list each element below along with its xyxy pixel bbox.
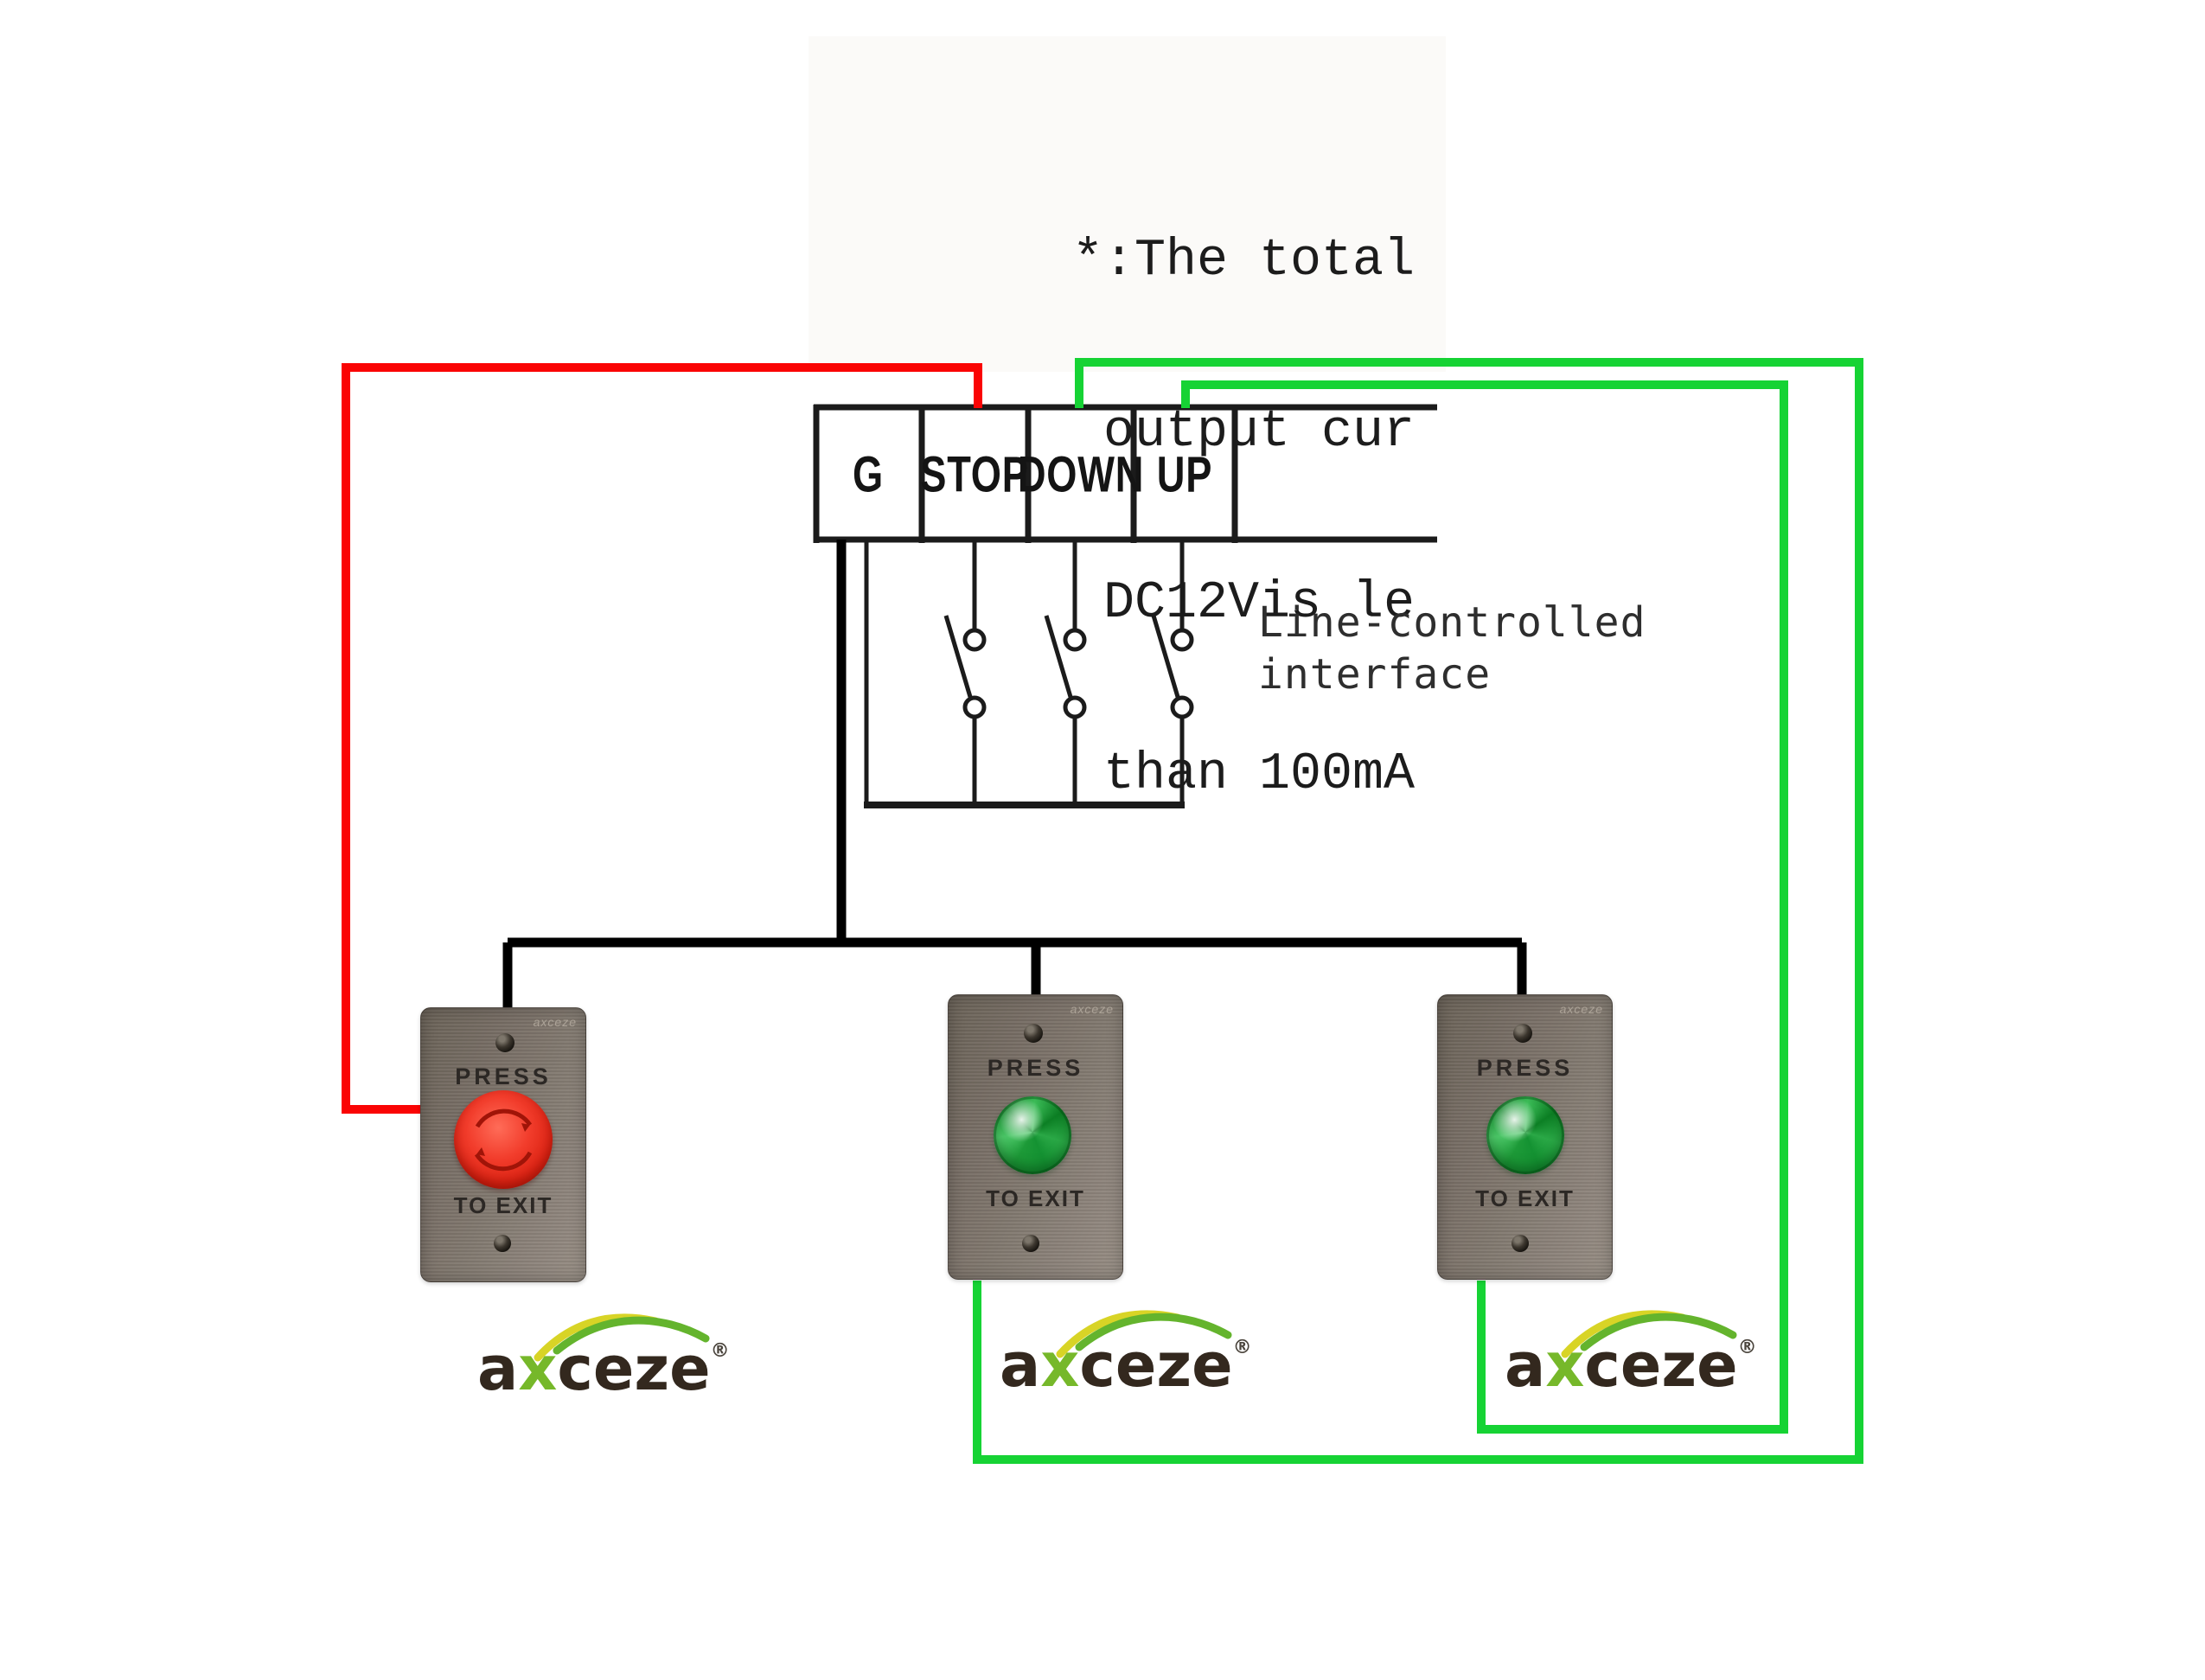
plate-watermark: axceze: [1070, 1002, 1114, 1016]
axceze-logo: axceze®: [1000, 1307, 1259, 1401]
note-text: *:The total output cur DC12Vis le than 1…: [1072, 118, 1415, 917]
axceze-logo: axceze®: [477, 1311, 737, 1404]
logo-swoosh-icon: [1561, 1310, 1737, 1358]
twist-arrows-icon: [474, 1108, 533, 1172]
note-line-4: than 100mA: [1072, 745, 1416, 804]
stop-wire-red: [342, 363, 982, 1114]
caption-line-1: Line-controlled: [1258, 598, 1646, 647]
exit-button-red: axceze PRESS TO EXIT: [420, 1007, 586, 1282]
logo-wordmark: axceze®: [1000, 1330, 1252, 1401]
screw-icon: [1022, 1235, 1039, 1252]
caption-line-2: interface: [1258, 650, 1492, 699]
note-line-1: *:The total: [1072, 232, 1416, 291]
logo-swoosh-icon: [1056, 1310, 1232, 1358]
note-line-3: DC12Vis le: [1072, 574, 1416, 633]
registered-mark: ®: [710, 1340, 730, 1362]
press-label: PRESS: [455, 1064, 552, 1089]
to-exit-label: TO EXIT: [453, 1192, 553, 1218]
terminal-label-stop: STOP: [920, 446, 1029, 503]
plate-watermark: axceze: [1559, 1002, 1603, 1016]
note-background: [808, 36, 1446, 372]
logo-wordmark: axceze®: [477, 1333, 730, 1404]
to-exit-label: TO EXIT: [1475, 1185, 1575, 1211]
screw-icon: [1512, 1235, 1529, 1252]
logo-swoosh-icon: [534, 1313, 710, 1362]
registered-mark: ®: [1737, 1337, 1757, 1358]
registered-mark: ®: [1232, 1337, 1252, 1358]
exit-button-green-middle: axceze PRESS TO EXIT: [948, 994, 1123, 1280]
press-label: PRESS: [1476, 1055, 1574, 1081]
green-dome-button: [1486, 1096, 1564, 1174]
exit-button-green-right: axceze PRESS TO EXIT: [1437, 994, 1613, 1280]
axceze-logo: axceze®: [1505, 1307, 1764, 1401]
switch-schematic: [864, 540, 1194, 808]
terminal-label-g: G: [853, 446, 884, 503]
screw-icon: [1024, 1024, 1043, 1043]
to-exit-label: TO EXIT: [986, 1185, 1085, 1211]
plate-watermark: axceze: [533, 1015, 577, 1029]
terminal-label-down: DOWN: [1017, 446, 1145, 503]
screw-icon: [1513, 1024, 1532, 1043]
green-dome-button: [994, 1096, 1071, 1174]
terminal-strip: [813, 404, 1437, 543]
terminal-label-up: UP: [1156, 446, 1213, 503]
red-mushroom-button: [454, 1090, 553, 1189]
logo-wordmark: axceze®: [1505, 1330, 1757, 1401]
press-label: PRESS: [987, 1055, 1084, 1081]
up-wire-green: [1181, 380, 1788, 1434]
screw-icon: [494, 1235, 511, 1252]
screw-icon: [495, 1033, 514, 1052]
ground-wire: [502, 540, 1527, 1009]
line-controlled-caption: Line-controlled interface: [1258, 597, 1646, 700]
down-wire-green: [973, 358, 1863, 1464]
